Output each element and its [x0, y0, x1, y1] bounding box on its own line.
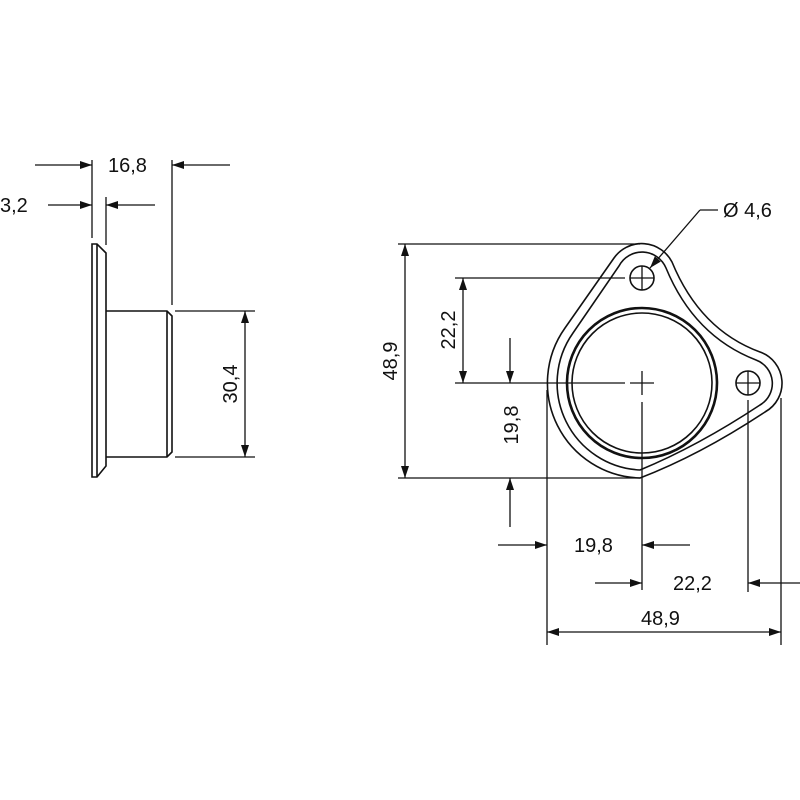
dim-hole-offset-vertical: 22,2 [438, 311, 460, 350]
dim-height: 48,9 [380, 342, 402, 381]
flange-outline [546, 242, 783, 479]
dim-total-depth: 16,8 [108, 155, 147, 177]
dim-flange-thickness: 3,2 [0, 195, 28, 217]
mounting-hole-right [735, 370, 761, 396]
dim-center-horizontal: 19,8 [574, 535, 613, 557]
dim-center-vertical: 19,8 [501, 406, 523, 445]
dim-hole-diameter: Ø 4,6 [723, 200, 772, 222]
flange-inner-outline [556, 251, 774, 471]
front-view: 48,9 22,2 19,8 19,8 22,2 48,9 Ø 4,6 [380, 200, 800, 645]
dim-width: 48,9 [641, 608, 680, 630]
flange-plate [91, 243, 107, 478]
center-mark [630, 371, 654, 395]
body-cylinder [106, 310, 173, 458]
dim-hole-offset-horizontal: 22,2 [673, 573, 712, 595]
dim-body-diameter: 30,4 [220, 365, 242, 404]
mounting-hole-top [629, 265, 655, 291]
side-view: 16,8 3,2 30,4 [0, 155, 255, 478]
